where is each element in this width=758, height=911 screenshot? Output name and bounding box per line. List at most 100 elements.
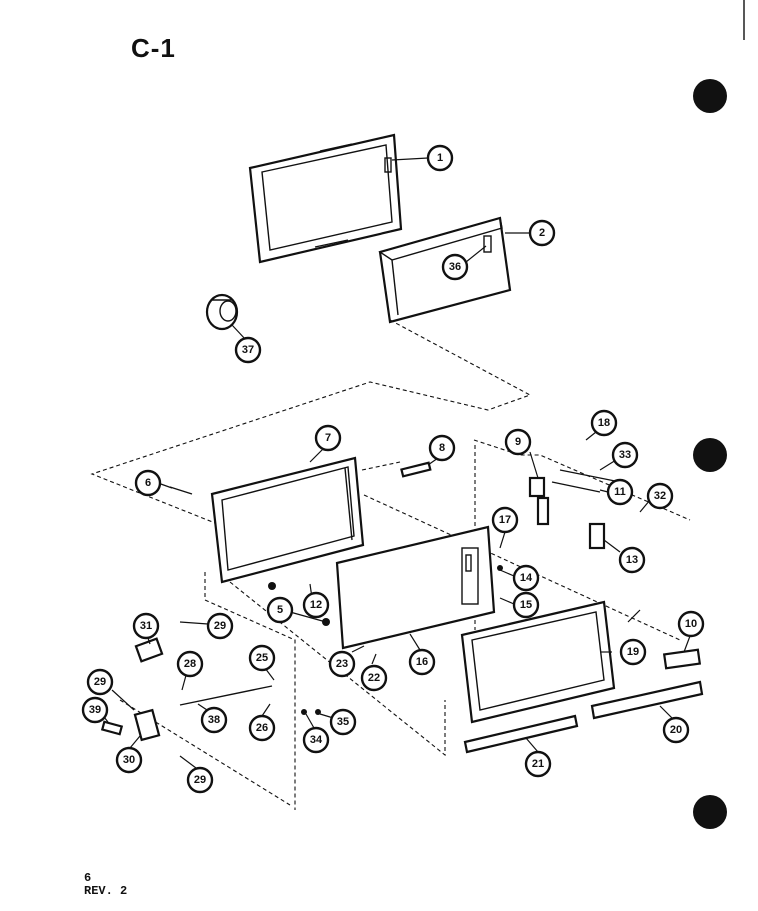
callout-18: 18 — [590, 409, 618, 437]
part-6-screw — [169, 486, 193, 495]
callout-6: 6 — [134, 469, 162, 497]
callout-10: 10 — [677, 610, 705, 638]
callout-9: 9 — [504, 428, 532, 456]
callout-33: 33 — [611, 441, 639, 469]
alignment-line-middle — [361, 461, 401, 471]
callout-29-lower: 29 — [186, 766, 214, 794]
callout-39: 39 — [81, 696, 109, 724]
callout-29-left: 29 — [86, 668, 114, 696]
part-7-door-frame — [210, 456, 365, 584]
callout-14: 14 — [512, 564, 540, 592]
part-10-handle — [662, 648, 702, 670]
svg-text:23: 23 — [336, 658, 348, 670]
callout-1: 1 — [426, 144, 454, 172]
callout-28: 28 — [176, 650, 204, 678]
svg-text:39: 39 — [89, 704, 101, 716]
svg-text:9: 9 — [515, 436, 521, 448]
part-38-rod — [179, 685, 273, 706]
svg-text:34: 34 — [310, 734, 323, 746]
svg-text:18: 18 — [598, 417, 610, 429]
svg-text:29: 29 — [94, 676, 106, 688]
callout-2: 2 — [528, 219, 556, 247]
page-title: C-1 — [131, 33, 176, 63]
svg-text:25: 25 — [256, 652, 268, 664]
callout-7: 7 — [314, 424, 342, 452]
fastener-5b — [322, 618, 330, 626]
callout-12: 12 — [302, 591, 330, 619]
binder-hole-top — [693, 79, 727, 113]
part-39-clip — [100, 720, 124, 736]
binder-hole-bottom — [693, 795, 727, 829]
page-footer: 6 REV. 2 — [84, 872, 127, 898]
part-8-bracket — [400, 461, 432, 478]
callout-32: 32 — [646, 482, 674, 510]
svg-text:26: 26 — [256, 722, 268, 734]
svg-text:22: 22 — [368, 672, 380, 684]
callout-26: 26 — [248, 714, 276, 742]
callout-20: 20 — [662, 716, 690, 744]
svg-text:17: 17 — [499, 514, 511, 526]
binder-hole-middle — [693, 438, 727, 472]
svg-text:5: 5 — [277, 604, 283, 616]
callout-16: 16 — [408, 648, 436, 676]
svg-text:2: 2 — [539, 227, 545, 239]
svg-text:1: 1 — [437, 152, 443, 164]
svg-text:13: 13 — [626, 554, 638, 566]
svg-text:35: 35 — [337, 716, 349, 728]
callout-34: 34 — [302, 726, 330, 754]
callout-17: 17 — [491, 506, 519, 534]
svg-text:12: 12 — [310, 599, 322, 611]
callout-21: 21 — [524, 750, 552, 778]
svg-text:20: 20 — [670, 724, 682, 736]
svg-text:11: 11 — [614, 486, 626, 498]
alignment-line-bottom — [119, 699, 291, 806]
alignment-line-lower — [363, 494, 681, 641]
callout-23: 23 — [328, 650, 356, 678]
callout-25: 25 — [248, 644, 276, 672]
callout-8: 8 — [428, 434, 456, 462]
svg-text:30: 30 — [123, 754, 135, 766]
callout-31: 31 — [132, 612, 160, 640]
callout-36: 36 — [441, 253, 469, 281]
part-37-knob — [205, 293, 239, 331]
part-1-frame — [248, 133, 403, 264]
svg-text:14: 14 — [520, 572, 533, 584]
svg-text:16: 16 — [416, 656, 428, 668]
page-number: 6 — [84, 871, 92, 885]
part-13-block — [588, 522, 606, 550]
svg-text:38: 38 — [208, 714, 220, 726]
alignment-line-top — [90, 319, 532, 524]
svg-text:6: 6 — [145, 477, 151, 489]
svg-text:8: 8 — [439, 442, 445, 454]
fastener-14 — [497, 565, 503, 571]
svg-text:32: 32 — [654, 490, 666, 502]
fastener-5a — [268, 582, 276, 590]
part-30-bracket — [133, 708, 161, 742]
svg-text:29: 29 — [214, 620, 226, 632]
part-19-frame — [460, 600, 616, 724]
part-21-strip — [463, 714, 579, 754]
fastener-34 — [301, 709, 307, 715]
svg-text:10: 10 — [685, 618, 697, 630]
svg-text:15: 15 — [520, 599, 532, 611]
fastener-35 — [315, 709, 321, 715]
svg-text:21: 21 — [532, 758, 544, 770]
callout-38: 38 — [200, 706, 228, 734]
alignment-line-left — [204, 572, 296, 810]
svg-text:29: 29 — [194, 774, 206, 786]
callout-35: 35 — [329, 708, 357, 736]
callout-29-upper: 29 — [206, 612, 234, 640]
svg-text:31: 31 — [140, 620, 152, 632]
svg-text:28: 28 — [184, 658, 196, 670]
part-20-rail — [590, 680, 704, 720]
svg-text:37: 37 — [242, 344, 254, 356]
callout-13: 13 — [618, 546, 646, 574]
svg-text:7: 7 — [325, 432, 331, 444]
callout-15: 15 — [512, 591, 540, 619]
callout-30: 30 — [115, 746, 143, 774]
callout-37: 37 — [234, 336, 262, 364]
callout-22: 22 — [360, 664, 388, 692]
callout-11: 11 — [606, 478, 634, 506]
